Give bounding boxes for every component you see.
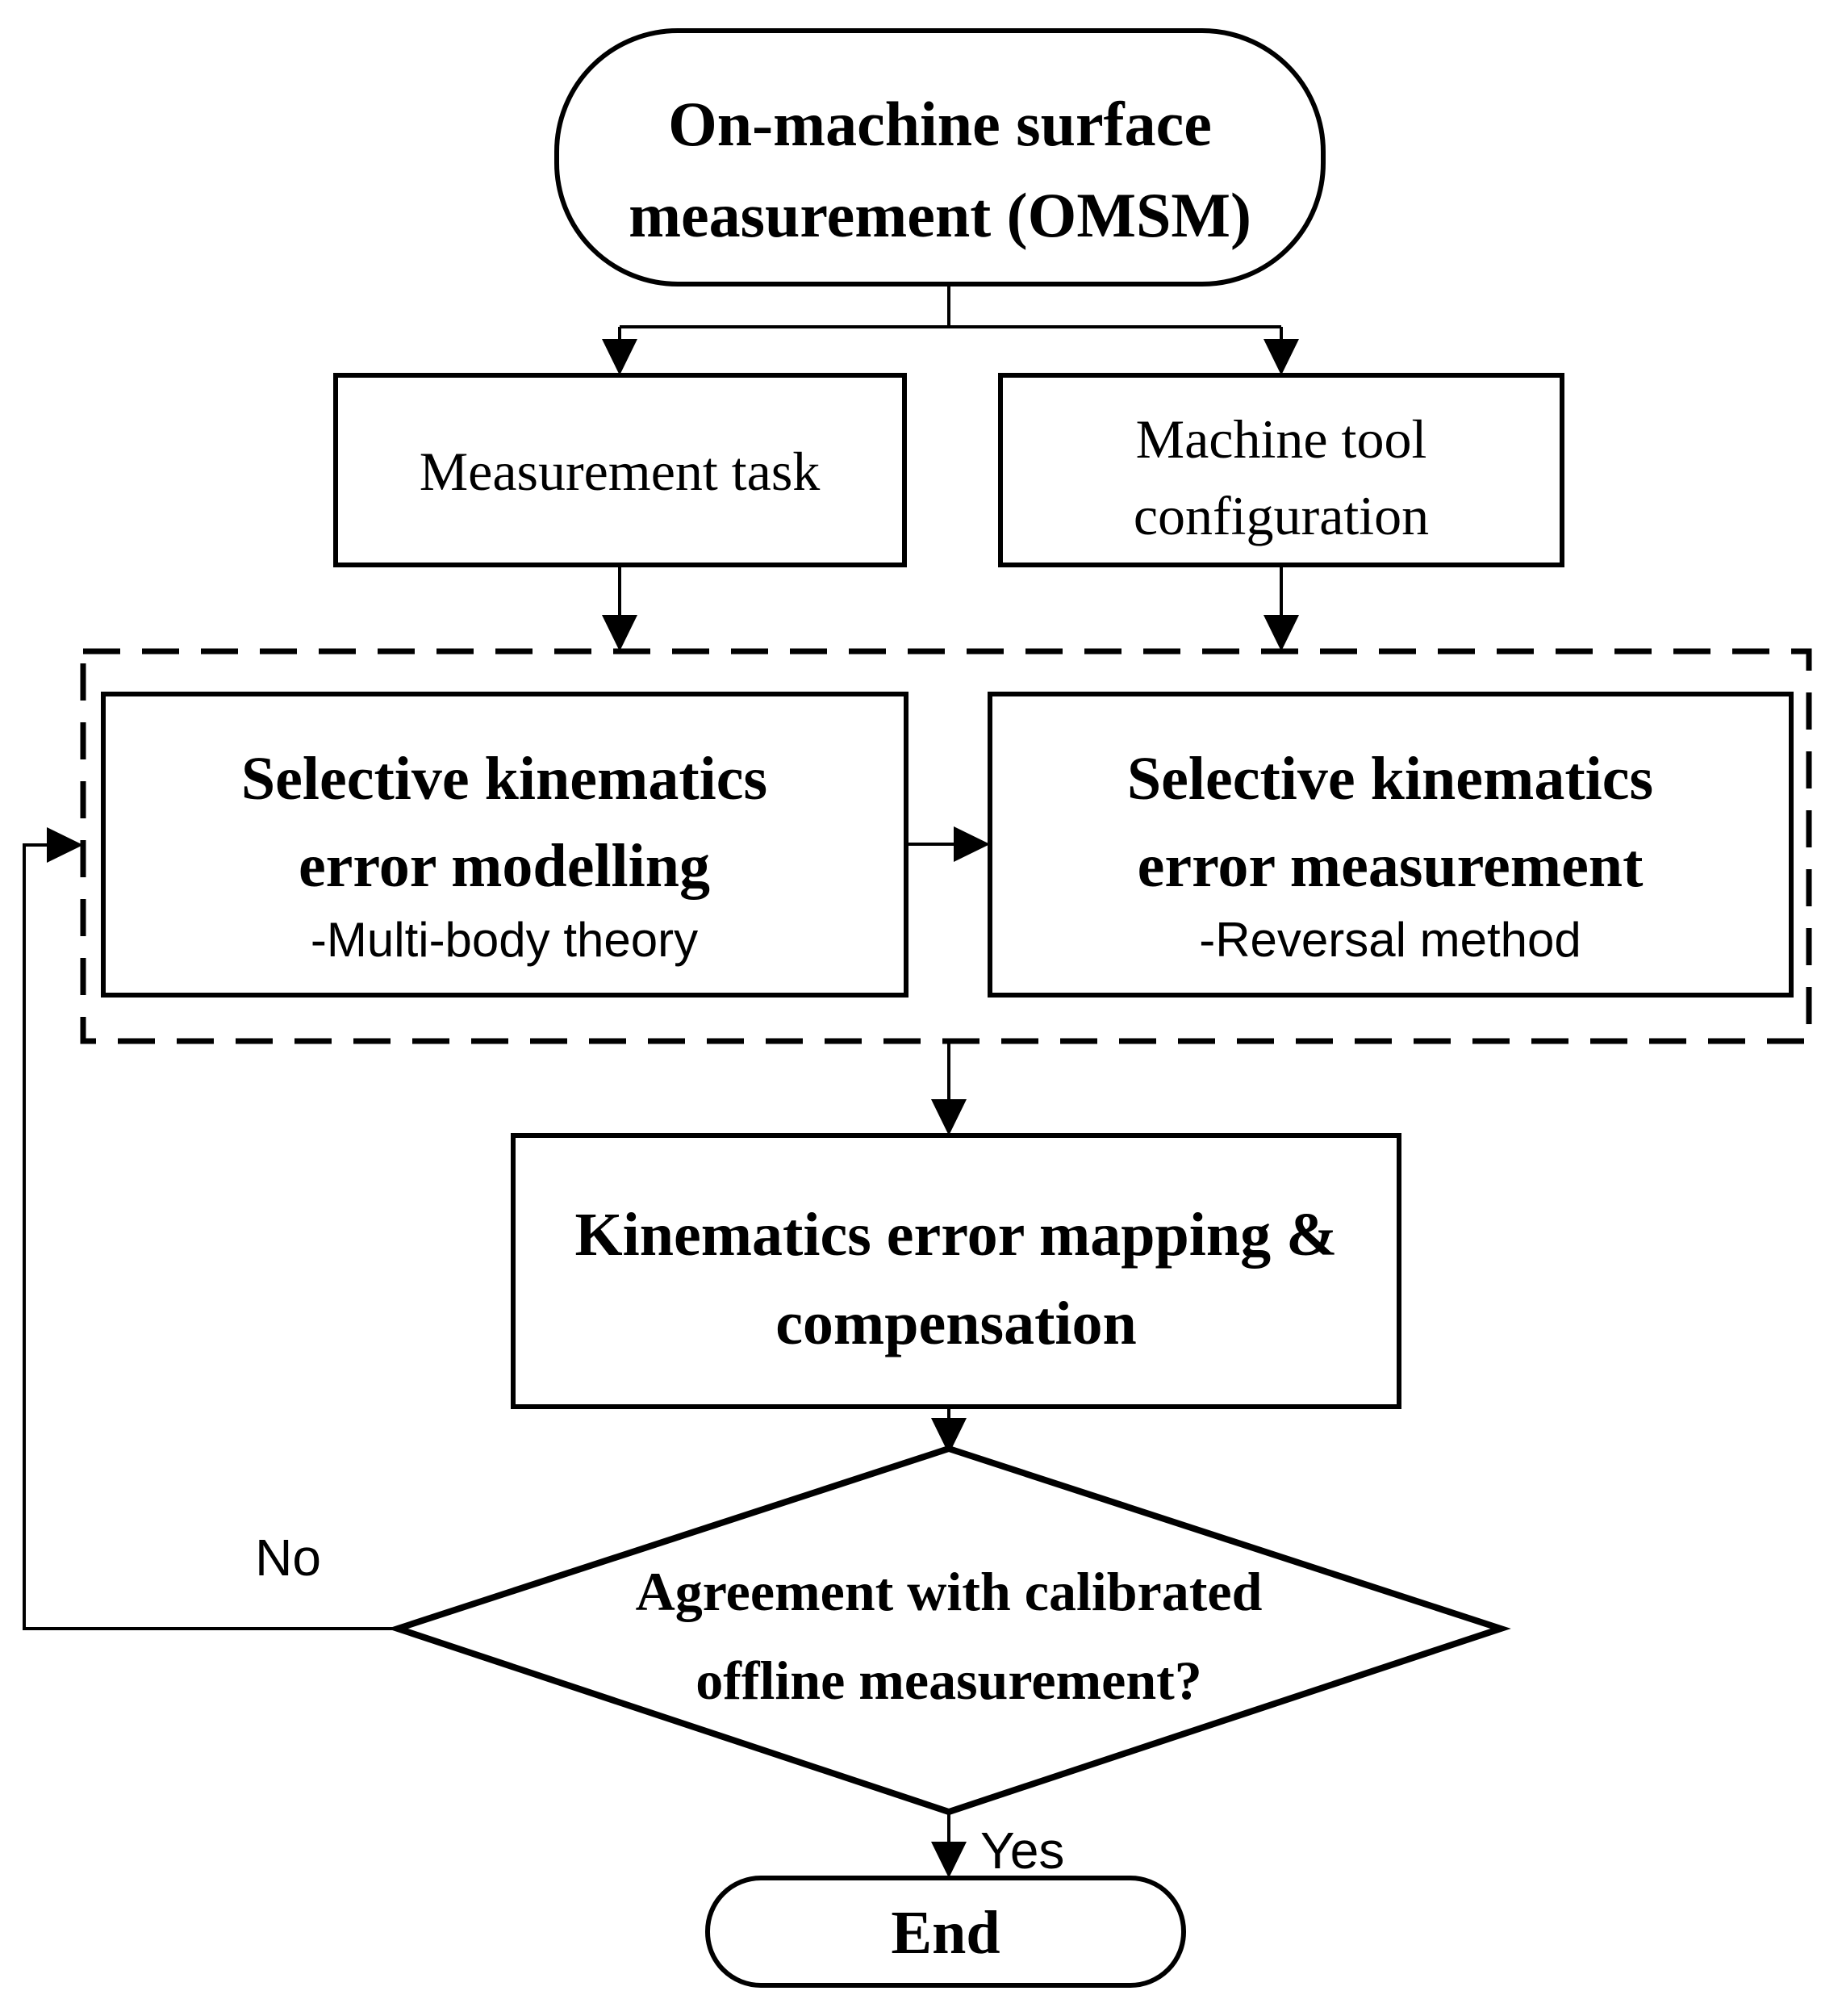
arrowhead-into-measurement-task [602, 339, 637, 375]
arrowhead-into-error-measurement [954, 826, 990, 862]
error-measurement-label-line1: Selective kinematics [1127, 745, 1653, 813]
arrowhead-into-decision [931, 1418, 967, 1454]
start-terminator [554, 28, 1326, 287]
machine-tool-label-line2: configuration [1134, 485, 1429, 546]
mapping-label-line2: compensation [775, 1290, 1137, 1357]
machine-tool-box [998, 373, 1564, 567]
arrowhead-into-frame-feedback [47, 827, 83, 863]
no-edge-label: No [255, 1529, 321, 1587]
measurement-task-box [333, 373, 907, 567]
decision-diamond [387, 1445, 1511, 1816]
error-measurement-label-line2: error measurement [1138, 832, 1644, 900]
machine-tool-label-line1: Machine tool [1136, 408, 1427, 470]
decision-label-line1: Agreement with calibrated [636, 1561, 1263, 1622]
measurement-task-label: Measurement task [420, 441, 821, 502]
decision-label-line2: offline measurement? [695, 1650, 1202, 1711]
error-measurement-box [988, 692, 1794, 998]
error-measurement-sublabel: -Reversal method [1199, 913, 1581, 967]
mapping-label-line1: Kinematics error mapping & [575, 1201, 1338, 1269]
error-modelling-box [101, 692, 908, 998]
arrowhead-into-end [931, 1842, 967, 1878]
arrowhead-into-machine-tool [1264, 339, 1299, 375]
arrowhead-into-frame-left [602, 615, 637, 651]
mapping-compensation-box [511, 1133, 1401, 1409]
yes-edge-label: Yes [980, 1822, 1064, 1880]
end-label: End [891, 1899, 1000, 1967]
start-label-line2: measurement (OMSM) [629, 180, 1251, 250]
arrowhead-into-frame-right [1264, 615, 1299, 651]
arrowhead-into-mapping [931, 1099, 967, 1136]
end-terminator [705, 1876, 1186, 1988]
error-modelling-label-line2: error modelling [299, 832, 710, 900]
start-label-line1: On-machine surface [668, 89, 1212, 159]
error-modelling-sublabel: -Multi-body theory [311, 913, 698, 967]
edge-no-feedback [23, 843, 398, 1630]
selective-kinematics-dashed-frame [80, 648, 1812, 1044]
error-modelling-label-line1: Selective kinematics [241, 745, 767, 813]
